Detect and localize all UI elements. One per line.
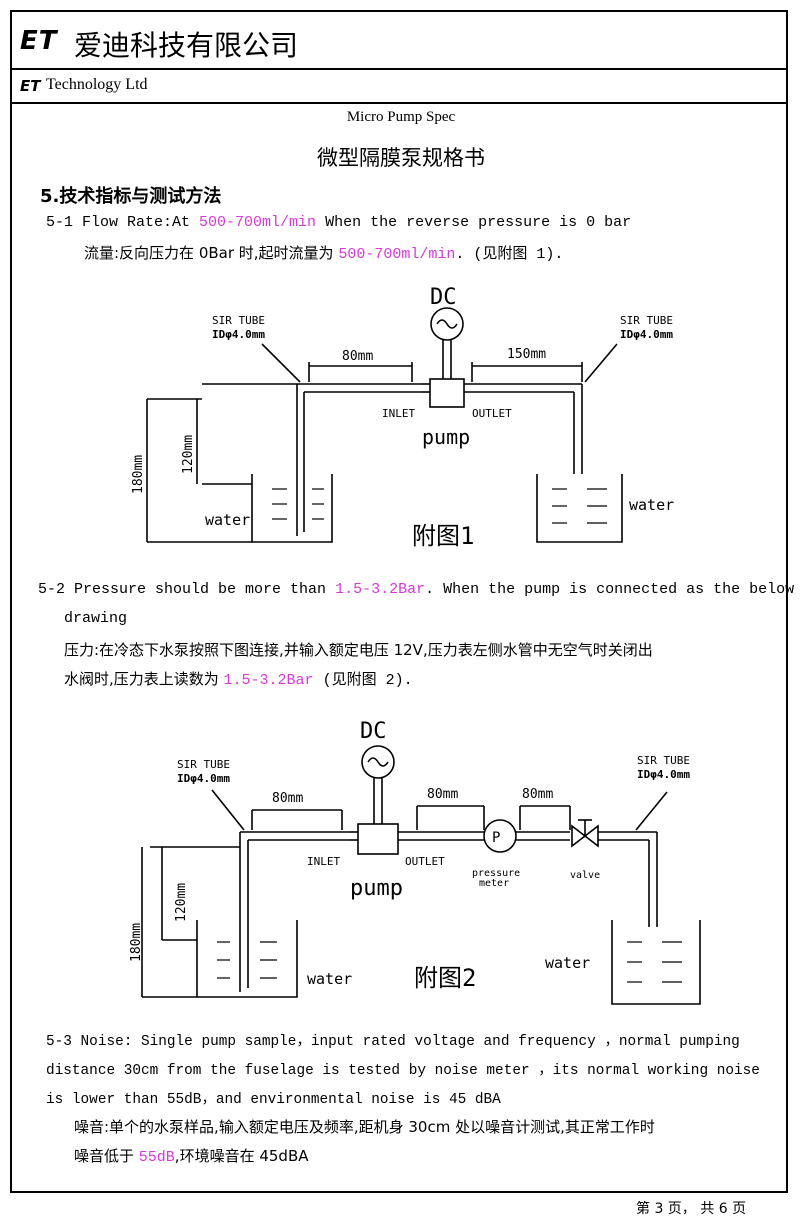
fig1-h120: 120mm (181, 435, 196, 474)
item1-en: 5-1 Flow Rate:At 500-700ml/min When the … (46, 214, 631, 231)
item2-en-value: 1.5-3.2Bar (335, 581, 426, 598)
fig2-water-left: water (307, 970, 352, 988)
item3-cn-prefix: 噪音低于 (74, 1147, 139, 1165)
item1-en-prefix: 5-1 Flow Rate:At (46, 214, 200, 231)
page-frame: ET 爱迪科技有限公司 ET Technology Ltd Micro Pump… (10, 10, 794, 1193)
fig2-dim3: 80mm (522, 787, 553, 802)
item3-en-line1: 5-3 Noise: Single pump sample，input rate… (46, 1034, 740, 1050)
fig1-left-id: IDφ4.0mm (212, 328, 265, 341)
page-footer: 第 3 页， 共 6 页 (636, 1201, 747, 1217)
item3-cn-line1: 噪音:单个的水泵样品,输入额定电压及频率,距机身 30cm 处以噪音计测试,其正… (74, 1118, 655, 1136)
item2-cn-line2: 水阀时,压力表上读数为 1.5-3.2Bar (见附图 2). (64, 668, 413, 689)
item1-cn-prefix: 流量:反向压力在 0Bar 时,起时流量为 (84, 244, 339, 262)
fig1-water-right: water (629, 496, 674, 514)
item2-en: 5-2 Pressure should be more than 1.5-3.2… (38, 581, 794, 598)
fig1-inlet: INLET (382, 407, 415, 420)
fig2-dim2: 80mm (427, 787, 458, 802)
fig2-right-tube: SIR TUBE (637, 754, 690, 767)
fig1-h180: 180mm (131, 455, 146, 494)
fig2-pressure: pressure (472, 868, 520, 879)
fig2-caption: 附图2 (414, 964, 476, 992)
item1-cn-value: 500-700ml/min (338, 246, 456, 263)
item3-en-line3: is lower than 55dB，and environmental noi… (46, 1092, 501, 1108)
fig1-left-tube: SIR TUBE (212, 314, 265, 327)
item3-en-line2: distance 30cm from the fuselage is teste… (46, 1063, 760, 1079)
doc-title-cn: 微型隔膜泵规格书 (317, 146, 485, 170)
fig2-outlet: OUTLET (405, 855, 445, 868)
fig2-dim1: 80mm (272, 791, 303, 806)
fig2-water-right: water (545, 954, 590, 972)
fig1-caption: 附图1 (412, 522, 474, 550)
item2-en-prefix: 5-2 Pressure should be more than (38, 581, 336, 598)
et-logo-small: ET (20, 77, 41, 95)
item2-en-suffix: . When the pump is connected as the belo… (425, 581, 795, 598)
item1-en-value: 500-700ml/min (199, 214, 317, 231)
fig2-left-id: IDφ4.0mm (177, 772, 230, 785)
fig2-dc-label: DC (360, 719, 387, 744)
item2-en-line2: drawing (64, 610, 128, 627)
item3-cn-suffix: ,环境噪音在 45dBA (174, 1147, 309, 1165)
fig2-valve: valve (570, 870, 600, 881)
fig2-inlet: INLET (307, 855, 340, 868)
item2-cn-line1: 压力:在冷态下水泵按照下图连接,并输入额定电压 12V,压力表左侧水管中无空气时… (64, 641, 653, 659)
fig1-water-left: water (205, 511, 250, 529)
fig2-left-tube: SIR TUBE (177, 758, 230, 771)
fig2-pump: pump (350, 876, 403, 901)
company-header: ET 爱迪科技有限公司 (12, 12, 786, 70)
fig1-dim-left: 80mm (342, 349, 373, 364)
fig1-outlet: OUTLET (472, 407, 512, 420)
figure1-diagram: DC SIR TUBE IDφ4.0mm SIR TUBE IDφ4.0mm 8… (131, 285, 674, 550)
company-subheader: ET Technology Ltd (12, 70, 786, 104)
item3-cn-value: 55dB (138, 1149, 175, 1166)
fig2-h180: 180mm (129, 923, 144, 962)
item2-cn-value: 1.5-3.2Bar (223, 672, 314, 689)
company-name-cn: 爱迪科技有限公司 (74, 29, 299, 62)
et-logo: ET (20, 26, 58, 56)
fig1-pump: pump (422, 425, 470, 449)
item1-en-suffix: When the reverse pressure is 0 bar (316, 214, 632, 231)
item1-cn: 流量:反向压力在 0Bar 时,起时流量为 500-700ml/min. (见附… (84, 242, 563, 263)
doc-title-en: Micro Pump Spec (346, 109, 456, 125)
item2-cn-suffix: (见附图 2). (313, 672, 413, 689)
fig2-gauge-p: P (492, 830, 500, 846)
fig1-dc-label: DC (430, 285, 457, 310)
figure2-diagram: DC SIR TUBE IDφ4.0mm SIR TUBE IDφ4.0mm 8… (129, 719, 701, 1005)
section-heading: 5.技术指标与测试方法 (40, 186, 222, 207)
fig2-h120: 120mm (174, 883, 189, 922)
item1-cn-suffix: . (见附图 1). (455, 246, 564, 263)
item2-cn-prefix: 水阀时,压力表上读数为 (64, 670, 224, 688)
fig2-right-id: IDφ4.0mm (637, 768, 690, 781)
fig1-right-id: IDφ4.0mm (620, 328, 673, 341)
item3-cn-line2: 噪音低于 55dB,环境噪音在 45dBA (74, 1145, 309, 1166)
fig1-dim-right: 150mm (507, 347, 546, 362)
fig2-meter: meter (479, 878, 509, 889)
company-name-en: Technology Ltd (46, 76, 148, 93)
fig1-right-tube: SIR TUBE (620, 314, 673, 327)
